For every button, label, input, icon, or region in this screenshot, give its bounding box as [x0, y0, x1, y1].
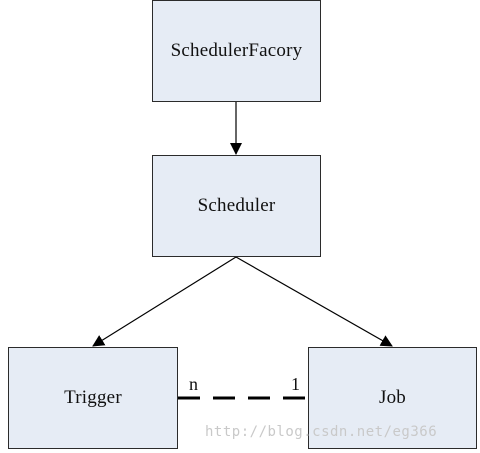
job-box: Job: [308, 347, 477, 449]
arrow-scheduler-to-job: [235, 256, 393, 347]
arrow-scheduler-to-trigger: [92, 256, 237, 347]
scheduler-factory-box: SchedulerFacory: [152, 0, 321, 102]
job-label: Job: [379, 387, 406, 408]
trigger-label: Trigger: [64, 387, 122, 408]
scheduler-box: Scheduler: [152, 155, 321, 257]
watermark-text: http://blog.csdn.net/eg366: [205, 424, 438, 440]
job-multiplicity-label: 1: [291, 374, 300, 394]
trigger-box: Trigger: [8, 347, 178, 449]
scheduler-label: Scheduler: [197, 195, 276, 216]
trigger-multiplicity-label: n: [189, 374, 198, 394]
scheduler-factory-label: SchedulerFacory: [170, 40, 303, 61]
